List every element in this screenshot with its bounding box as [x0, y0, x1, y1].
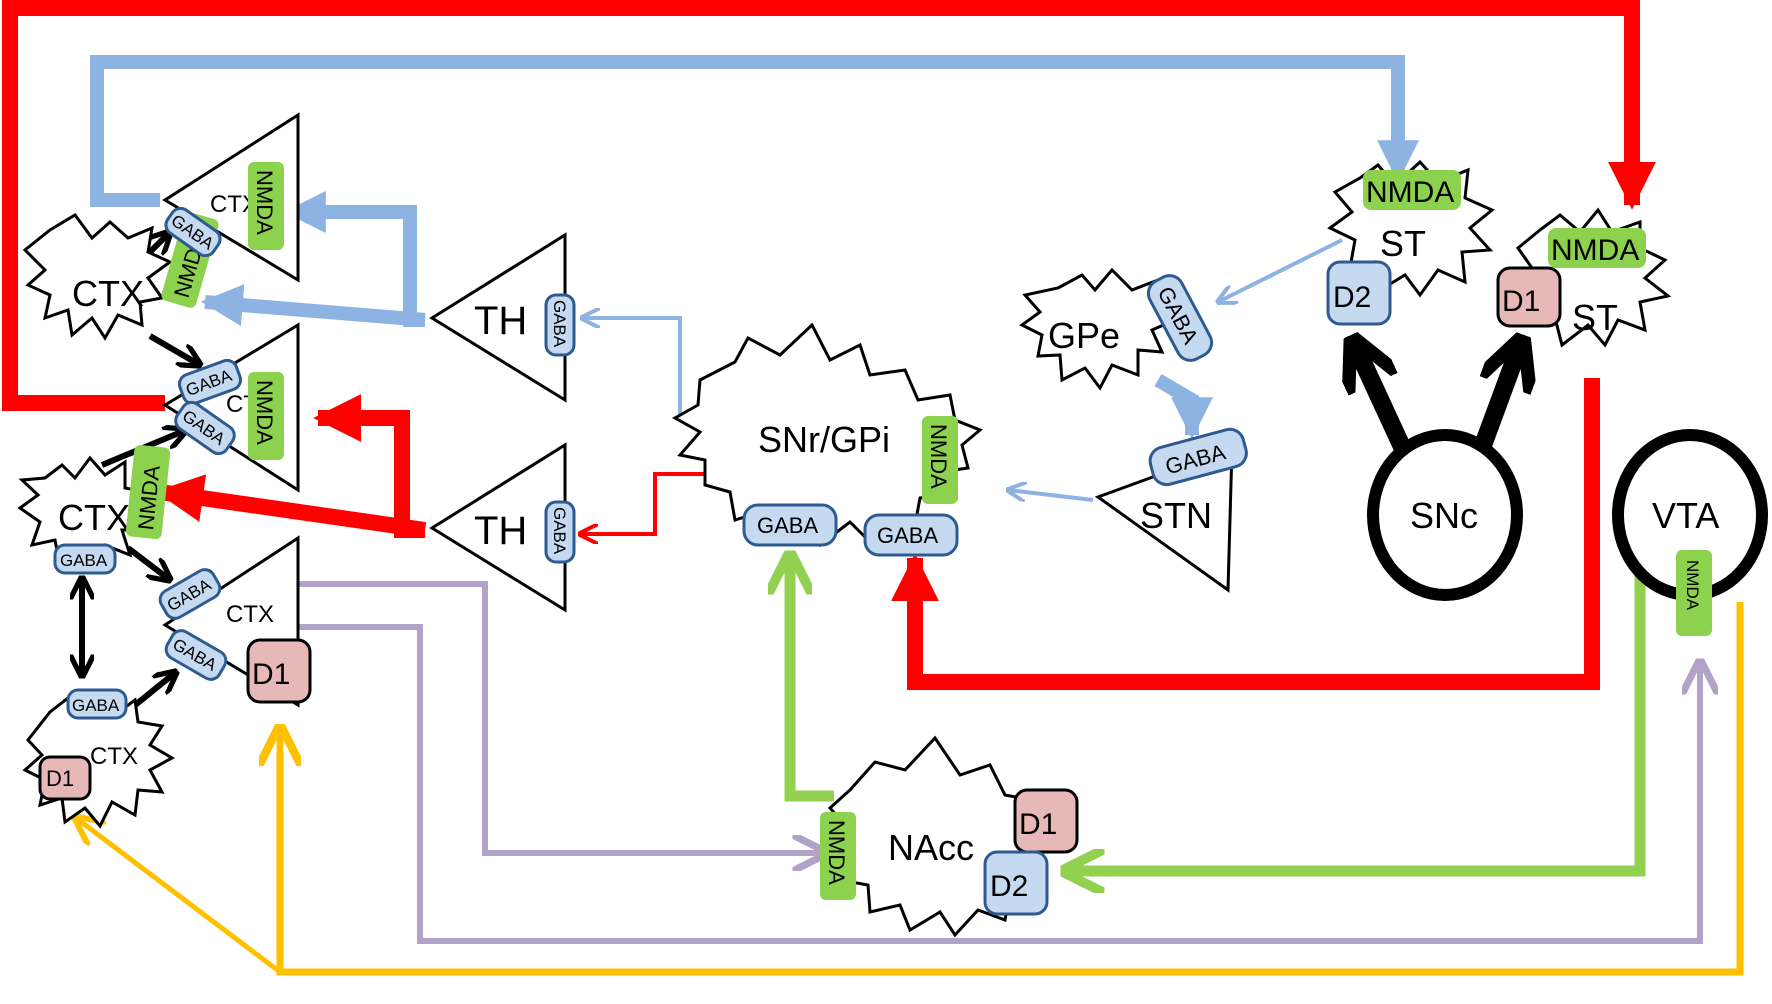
svg-text:D1: D1	[1019, 808, 1057, 841]
svg-text:D1: D1	[1502, 285, 1540, 318]
svg-text:NMDA: NMDA	[252, 170, 277, 235]
blue-striatum-to-gpe-path	[1218, 238, 1343, 302]
purple-cortex-to-nacc-path	[297, 581, 825, 853]
gaba-receptor-ctx-star-bottom: GABA	[66, 688, 128, 720]
gaba-receptor-snr-right: GABA	[863, 513, 959, 557]
th-bottom-label: TH	[474, 509, 527, 553]
vta-label: VTA	[1652, 495, 1719, 536]
blue-gpe-to-stn-path	[1154, 373, 1213, 440]
black-cortex-arrow-6	[132, 672, 176, 709]
svg-text:NMDA: NMDA	[1683, 560, 1702, 611]
ctx-star-bottom-label: CTX	[90, 743, 138, 770]
svg-text:D2: D2	[1333, 281, 1371, 314]
black-cortex-arrow-2	[148, 333, 200, 365]
snr-gpi-star: SNr/GPi	[671, 322, 983, 548]
yellow-vta-to-cortex-path	[280, 602, 1744, 976]
red-striatum-to-snr-path	[891, 378, 1600, 690]
gaba-receptor-stn: GABA	[1148, 427, 1248, 487]
gpe-label: GPe	[1048, 315, 1120, 356]
st-right-label: ST	[1572, 297, 1618, 338]
connections	[2, 0, 1744, 976]
nmda-receptor-snr: NMDA	[922, 416, 958, 504]
gaba-receptor-ctx-star-mid: GABA	[53, 543, 117, 575]
gaba-receptor-snr-left: GABA	[742, 503, 838, 547]
ctx-lower-label: CTX	[226, 601, 274, 628]
nmda-receptor-st-right: NMDA	[1548, 228, 1646, 268]
st-left-label: ST	[1380, 223, 1426, 264]
red-thalamus-to-cortex-star-path	[155, 474, 427, 538]
d1-receptor-st-right: D1	[1496, 266, 1562, 328]
d2-receptor-st-left: D2	[1326, 260, 1392, 326]
vta-circle: VTA	[1612, 429, 1768, 601]
snr-gpi-label: SNr/GPi	[758, 419, 890, 460]
svg-text:D2: D2	[990, 870, 1028, 903]
nmda-receptor-ctx-star-mid: NMDA	[125, 444, 171, 540]
ctx-star-mid-label: CTX	[58, 497, 130, 538]
svg-text:GABA: GABA	[757, 513, 818, 538]
blue-snr-to-thalamus-path	[582, 318, 690, 420]
gaba-receptor-th-top: GABA	[544, 293, 576, 357]
blue-cortex-to-striatum-path	[90, 55, 1419, 207]
svg-text:D1: D1	[46, 766, 74, 791]
svg-text:GABA: GABA	[877, 523, 938, 548]
snc-circle: SNc	[1367, 429, 1523, 601]
blue-stn-to-snr-path	[1008, 490, 1094, 500]
svg-text:NMDA: NMDA	[1551, 234, 1639, 267]
ctx-star-upper-label: CTX	[72, 273, 144, 314]
nacc-label: NAcc	[888, 827, 974, 868]
nmda-receptor-vta: NMDA	[1676, 550, 1712, 636]
purple-cortex-to-vta-path	[297, 624, 1700, 944]
green-vta-to-nacc-path	[1065, 572, 1646, 871]
nmda-receptor-nacc: NMDA	[820, 812, 856, 900]
svg-text:NMDA: NMDA	[1366, 176, 1454, 209]
d1-receptor-ctx-star-bottom: D1	[38, 755, 92, 801]
svg-text:NMDA: NMDA	[252, 380, 277, 445]
ctx-star-upper: CTX	[22, 213, 173, 341]
svg-text:NMDA: NMDA	[824, 820, 849, 885]
black-cortex-arrow-4	[126, 545, 170, 580]
gaba-receptor-th-bottom: GABA	[544, 500, 576, 564]
d2-receptor-nacc: D2	[983, 850, 1049, 916]
d1-receptor-nacc: D1	[1013, 788, 1079, 854]
nmda-receptor-ctx-top: NMDA	[248, 162, 284, 250]
svg-text:GABA: GABA	[72, 696, 120, 715]
yellow-vta-to-cortex-star-path	[76, 818, 282, 974]
d1-receptor-ctx-lower: D1	[246, 638, 312, 704]
nmda-receptor-st-left: NMDA	[1363, 170, 1461, 210]
svg-text:D1: D1	[252, 658, 290, 691]
red-snr-to-thalamus-path	[580, 472, 730, 534]
red-cortex-to-striatum-path	[2, 0, 1656, 411]
snc-label: SNc	[1410, 495, 1478, 536]
ctx-star-mid: CTX	[17, 455, 152, 571]
gpe-star: GPe	[1019, 267, 1178, 391]
nmda-receptor-ctx-mid: NMDA	[248, 372, 284, 460]
svg-text:GABA: GABA	[550, 507, 569, 555]
th-top-label: TH	[474, 299, 527, 343]
svg-text:GABA: GABA	[550, 300, 569, 348]
blue-thalamus-to-cortex-star-path	[200, 284, 426, 327]
svg-text:GABA: GABA	[60, 551, 108, 570]
green-nacc-to-snr-path	[790, 555, 834, 802]
svg-text:NMDA: NMDA	[926, 424, 951, 489]
stn-label: STN	[1140, 495, 1212, 536]
